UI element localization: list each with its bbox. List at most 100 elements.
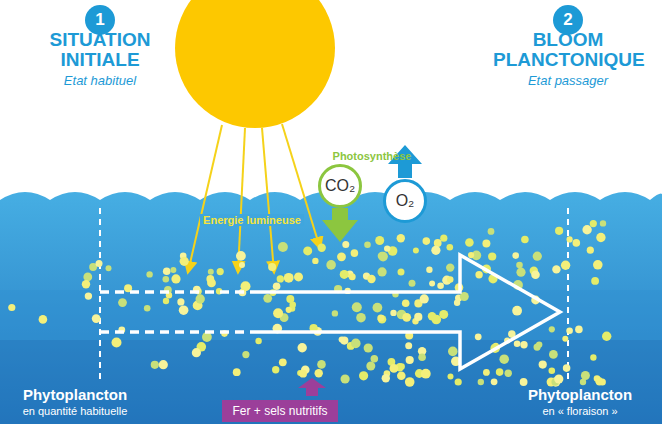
plankton-dot <box>315 369 323 377</box>
plankton-dot <box>340 270 349 279</box>
plankton-dot <box>491 378 498 385</box>
plankton-dot <box>512 252 519 259</box>
plankton-dot <box>390 310 396 316</box>
plankton-dot <box>366 362 375 371</box>
plankton-dot <box>593 260 603 270</box>
plankton-dot <box>580 379 586 385</box>
stage-title: BLOOM PLANCTONIQUE <box>493 30 643 70</box>
plankton-dot <box>286 307 292 313</box>
node-text: CO₂ <box>325 177 355 195</box>
plankton-dot <box>590 354 596 360</box>
plankton-dot <box>384 245 390 251</box>
plankton-dot <box>405 377 415 387</box>
plankton-dot <box>402 313 411 322</box>
plankton-dot <box>364 343 373 352</box>
plankton-dot <box>399 363 405 369</box>
plankton-dot <box>468 252 474 258</box>
plankton-dot <box>217 268 224 275</box>
plankton-dot <box>375 236 384 245</box>
plankton-dot <box>434 239 442 247</box>
node-text: Fer + sels nutritifs <box>232 404 327 418</box>
plankton-dot <box>294 272 303 281</box>
plankton-dot <box>429 281 435 287</box>
plankton-dot <box>326 260 336 270</box>
plankton-dot <box>496 368 504 376</box>
plankton-dot <box>590 220 597 227</box>
node-text: 1 <box>95 10 104 30</box>
plankton-dot <box>600 220 606 226</box>
plankton-dot <box>599 379 606 386</box>
light-label: Energie lumineuse <box>200 214 304 226</box>
plankton-dot <box>180 257 189 266</box>
plankton-dot <box>448 347 458 357</box>
plankton-dot <box>192 348 201 357</box>
plankton-dot <box>554 374 563 383</box>
plankton-dot <box>255 338 261 344</box>
plankton-dot <box>390 364 399 373</box>
plankton-dot <box>533 252 542 261</box>
plankton-dot <box>549 326 555 332</box>
plankton-dot <box>278 242 288 252</box>
plankton-dot <box>298 343 307 352</box>
plankton-dot <box>349 273 356 280</box>
plankton-dot <box>516 262 523 269</box>
plankton-dot <box>426 267 432 273</box>
plankton-dot <box>273 282 281 290</box>
sea <box>0 192 662 424</box>
plankton-dot <box>144 305 151 312</box>
plankton-dot <box>423 237 431 245</box>
plankton-dot <box>233 368 241 376</box>
plankton-dot <box>454 300 460 306</box>
nutrient-arrow <box>298 378 326 396</box>
plankton-dot <box>171 274 180 283</box>
phytoplankton-dots <box>8 220 611 387</box>
plankton-dot <box>241 281 251 291</box>
plankton-dot <box>151 361 159 369</box>
plankton-dot <box>402 299 410 307</box>
plankton-dot <box>299 370 307 378</box>
plankton-dot <box>177 298 184 305</box>
plankton-dot <box>303 246 312 255</box>
plankton-dot <box>96 260 103 267</box>
plankton-dot <box>409 280 416 287</box>
plankton-dot <box>112 338 122 348</box>
plankton-dot <box>289 301 296 308</box>
plankton-dot <box>352 302 362 312</box>
node-text: O₂ <box>396 192 415 210</box>
plankton-dot <box>549 350 558 359</box>
plankton-dot <box>371 355 379 363</box>
plankton-dot <box>446 263 454 271</box>
dashed-guides <box>100 208 568 380</box>
plankton-dot <box>273 308 283 318</box>
plankton-dot <box>587 247 594 254</box>
plankton-dot <box>208 269 214 275</box>
plankton-dot <box>85 292 92 299</box>
gas-circle: O₂ <box>383 179 427 223</box>
plankton-dot <box>596 233 605 242</box>
plankton-dot <box>118 298 127 307</box>
plankton-dot <box>499 354 509 364</box>
plankton-dot <box>82 280 90 288</box>
plankton-dot <box>512 306 522 316</box>
plankton-dot <box>602 332 611 341</box>
plankton-dot <box>552 265 560 273</box>
plankton-dot <box>581 371 590 380</box>
node-text: 2 <box>563 10 572 30</box>
plankton-dot <box>475 333 482 340</box>
plankton-dot <box>339 336 345 342</box>
plankton-dot <box>378 252 388 262</box>
plankton-dot <box>279 358 287 366</box>
plankton-dot <box>179 305 189 315</box>
plankton-dot <box>163 276 170 283</box>
plankton-dot <box>521 236 529 244</box>
plankton-dot <box>440 235 447 242</box>
plankton-dot <box>566 327 573 334</box>
plankton-dot <box>478 379 484 385</box>
plankton-dot <box>514 341 521 348</box>
plankton-dot <box>582 225 591 234</box>
plankton-dot <box>413 248 419 254</box>
plankton-dot <box>106 265 112 271</box>
plankton-dot <box>170 267 176 273</box>
plankton-dot <box>591 277 599 285</box>
plankton-dot <box>555 227 563 235</box>
